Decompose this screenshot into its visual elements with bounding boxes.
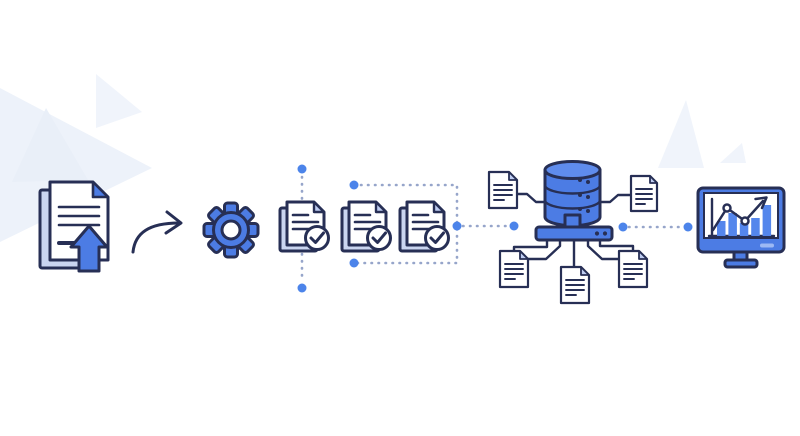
- validated-documents: [278, 200, 450, 253]
- database-icon: [534, 160, 614, 242]
- platform-dot: [602, 231, 608, 236]
- monitor-trend-dots: [722, 203, 750, 226]
- linked-documents: [487, 170, 659, 305]
- gear-icon: [202, 201, 260, 259]
- background-triangles: [0, 74, 746, 242]
- flow-dot: [297, 283, 307, 293]
- trend-point-dot: [740, 216, 750, 226]
- background-triangle: [96, 74, 142, 128]
- document-text-lines: [57, 205, 101, 245]
- database-connector-lines: [512, 192, 635, 269]
- document-check-icon: [398, 200, 450, 253]
- flow-dot: [509, 221, 519, 231]
- flow-dot: [297, 164, 307, 174]
- document-fold-corner: [91, 180, 110, 199]
- curved-arrow-icon: [131, 210, 183, 254]
- monitor-bar: [739, 223, 749, 236]
- document-upload-icon: [38, 180, 110, 273]
- flow-dot: [349, 180, 359, 190]
- flow-dot: [618, 222, 628, 232]
- background-triangle: [12, 108, 88, 182]
- dotted-guides: [300, 175, 684, 283]
- check-circle: [366, 225, 392, 251]
- document-check-icon: [340, 200, 392, 253]
- document-fold-corner: [312, 200, 326, 214]
- monitor-bar: [751, 218, 760, 236]
- trend-arrowhead-icon: [754, 196, 768, 210]
- check-icon: [429, 231, 445, 244]
- monitor-bar: [728, 213, 737, 236]
- document-fold-corner: [374, 200, 388, 214]
- background-triangle: [658, 100, 704, 168]
- check-circle: [304, 225, 330, 251]
- monitor-chart-icon: [696, 186, 786, 269]
- document-icon: [487, 170, 519, 210]
- monitor-bezel-dash: [760, 243, 774, 248]
- monitor-bar: [762, 205, 772, 236]
- monitor-bar: [717, 221, 726, 236]
- document-fold-corner: [432, 200, 446, 214]
- background-triangle: [720, 143, 746, 163]
- gear-center-hole: [220, 219, 242, 241]
- flow-dot: [452, 221, 462, 231]
- dotted-rectangle: [352, 183, 459, 265]
- connector-dots: [297, 164, 693, 293]
- database-hub: [487, 160, 659, 305]
- platform-dot: [594, 231, 600, 236]
- database-platform: [534, 225, 614, 242]
- monitor-trend-line: [711, 199, 765, 232]
- check-circle: [424, 225, 450, 251]
- document-icon: [629, 174, 659, 213]
- monitor-bars: [717, 205, 772, 236]
- flow-dot: [349, 258, 359, 268]
- upload-arrow-icon: [69, 224, 109, 273]
- check-icon: [309, 231, 325, 244]
- check-icon: [371, 231, 387, 244]
- document-check-icon: [278, 200, 330, 253]
- document-icon: [559, 265, 591, 305]
- document-icon: [498, 249, 530, 289]
- document-icon: [617, 249, 649, 289]
- database-top: [543, 160, 602, 180]
- flow-dot: [683, 222, 693, 232]
- database-indicator-dots: [578, 178, 590, 213]
- monitor-stand-base: [723, 258, 759, 269]
- trend-point-dot: [722, 203, 732, 213]
